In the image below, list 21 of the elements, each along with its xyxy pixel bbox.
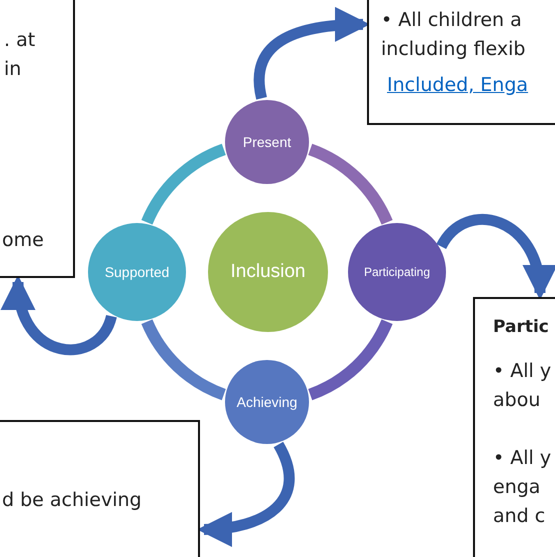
body-text: • All children a including flexib: [381, 8, 526, 62]
body-text: • All y abou: [493, 359, 552, 413]
heading: Partic: [493, 316, 549, 339]
ring-arc: [142, 319, 226, 400]
ring-arc: [142, 144, 226, 225]
body-text: . at in: [4, 28, 36, 82]
ring-arc: [308, 319, 392, 400]
body-text: • All y enga and c: [493, 446, 552, 529]
text-box: [0, 0, 75, 278]
link: Included, Enga: [387, 73, 528, 98]
circle-node: Achieving: [225, 360, 309, 444]
circle-node: Inclusion: [208, 212, 328, 332]
body-text: d be achieving: [2, 488, 142, 513]
text-box: [473, 297, 555, 557]
circle-node: Supported: [88, 223, 186, 321]
circle-node: Present: [225, 100, 309, 184]
circle-node: Participating: [348, 223, 446, 321]
ring-arc: [308, 144, 392, 225]
body-text: ome: [2, 228, 44, 253]
text-box: [0, 420, 200, 557]
text-box: [367, 0, 555, 125]
